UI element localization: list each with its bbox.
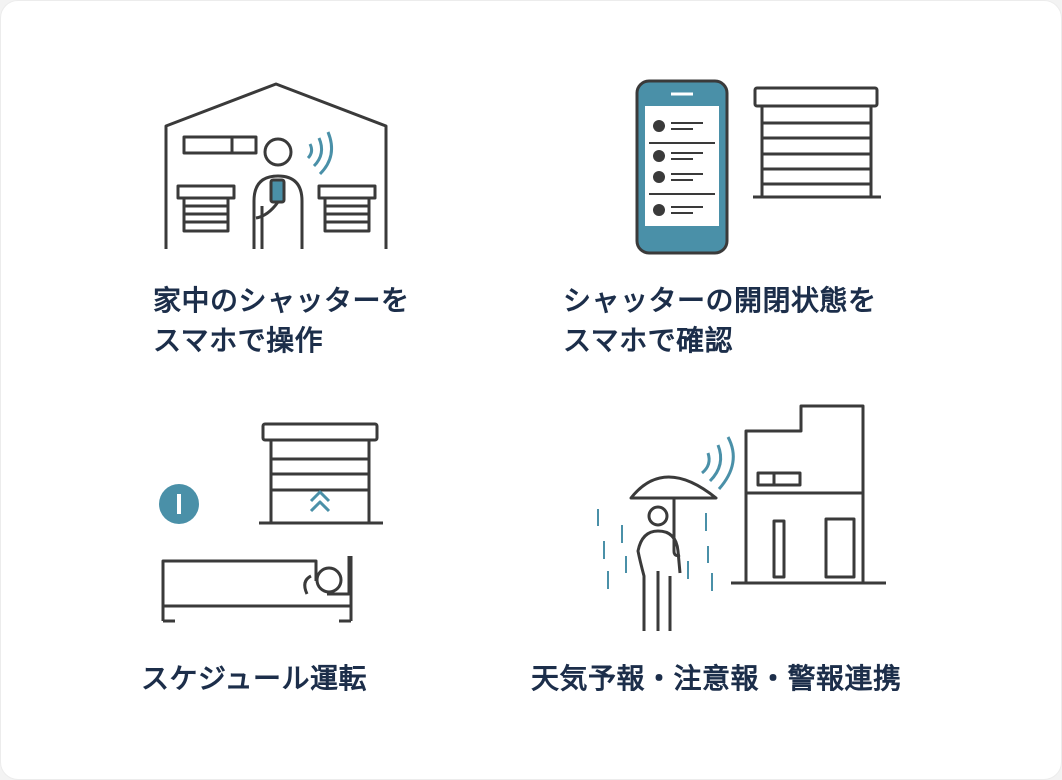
- feature-label-line: 天気予報・注意報・警報連携: [531, 662, 902, 695]
- bed-clock-shutter-icon: [151, 416, 391, 631]
- feature-label-status-check: シャッターの開閉状態を スマホで確認: [563, 281, 877, 361]
- feature-label-line: スマホで操作: [153, 324, 324, 357]
- feature-label-schedule: スケジュール運転: [141, 659, 367, 699]
- feature-label-line: 家中のシャッターを: [153, 284, 410, 317]
- house-person-phone-icon: [156, 76, 396, 256]
- feature-label-line: スマホで確認: [563, 324, 734, 357]
- feature-label-line: スケジュール運転: [141, 662, 368, 695]
- umbrella-rain-house-icon: [586, 401, 891, 641]
- phone-shutter-status-icon: [631, 76, 891, 261]
- feature-label-home-remote: 家中のシャッターを スマホで操作: [153, 281, 410, 361]
- feature-label-weather: 天気予報・注意報・警報連携: [531, 659, 902, 699]
- feature-label-line: シャッターの開閉状態を: [563, 284, 877, 317]
